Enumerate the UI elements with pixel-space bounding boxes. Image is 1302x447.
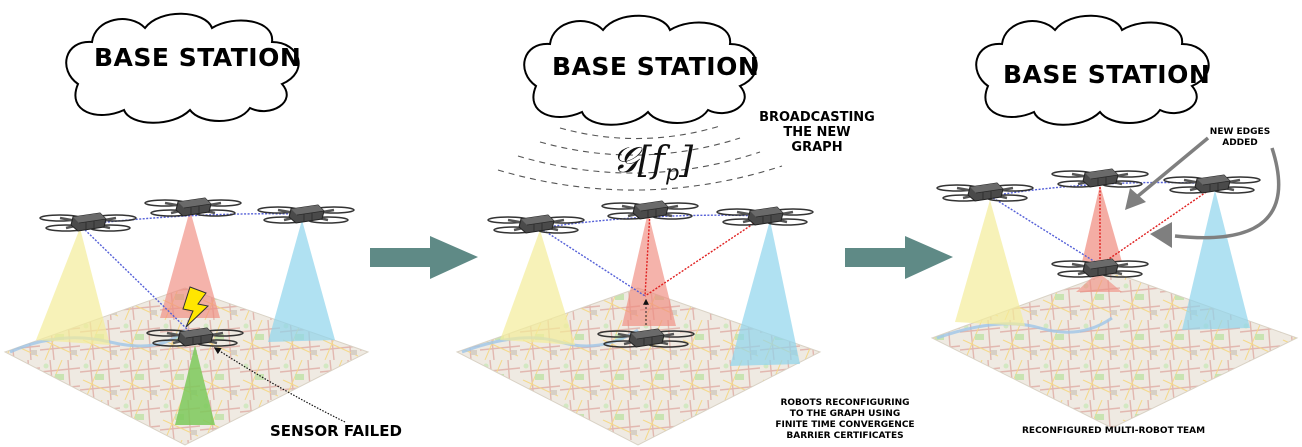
base-station-label-2: BASE STATION — [552, 52, 760, 81]
sensor-cone-green — [175, 345, 215, 425]
edge-blue-1 — [989, 181, 1216, 197]
drone-icon — [1162, 173, 1262, 195]
panel-1 — [3, 12, 370, 446]
transition-arrow-2 — [845, 236, 953, 279]
sensor-cone-blue — [1182, 190, 1250, 330]
edge-red-1 — [644, 211, 651, 297]
cloud-shape-2 — [523, 14, 758, 126]
drone-icon — [1050, 167, 1150, 189]
edge-blue-2 — [989, 195, 1101, 266]
edge-blue-1 — [79, 213, 301, 226]
base-station-label-1: BASE STATION — [94, 43, 302, 72]
sensor-cone-yellow — [500, 230, 575, 345]
new-edge-pointer-2 — [1174, 147, 1281, 240]
formula-subscript: p — [665, 161, 680, 187]
lightning-icon — [182, 286, 210, 328]
new-edge-arrowhead-2 — [1150, 222, 1172, 248]
panel-2 — [455, 14, 822, 446]
drone-icon — [143, 196, 243, 218]
drone-icon — [1050, 257, 1150, 279]
formula-main: 𝒢[f — [612, 140, 666, 181]
sensor-cone-yellow — [955, 200, 1025, 326]
broadcast-waves — [497, 125, 783, 191]
new-edge-pointer-1 — [1136, 136, 1210, 198]
drone-icon — [38, 211, 138, 233]
drone-icon — [715, 205, 815, 227]
sensor-cone-blue — [730, 220, 800, 366]
sensor-cone-blue — [268, 220, 335, 342]
panel-3 — [930, 14, 1299, 429]
sensor-cone-red — [1076, 272, 1122, 292]
formula-close: ] — [679, 140, 694, 181]
reconfiguring-caption: ROBOTS RECONFIGURING TO THE GRAPH USING … — [775, 398, 915, 441]
sensor-failed-caption: SENSOR FAILED — [270, 422, 402, 440]
sensor-cone-red — [160, 210, 220, 318]
base-station-label-3: BASE STATION — [1003, 60, 1211, 89]
edge-blue-2 — [79, 224, 191, 333]
broadcast-label: BROADCASTING THE NEW GRAPH — [759, 110, 875, 155]
edge-red-2 — [644, 217, 763, 297]
sensor-cone-yellow — [36, 228, 110, 345]
sensor-cone-red — [622, 212, 676, 326]
new-edge-arrowhead-1 — [1125, 188, 1146, 210]
edge-red-2 — [1099, 185, 1216, 266]
sensor-cone-red — [1082, 185, 1122, 262]
new-edges-caption: NEW EDGES ADDED — [1209, 127, 1271, 148]
graph-formula: 𝒢[fp] — [612, 140, 693, 186]
reconfigured-team-caption: RECONFIGURED MULTI-ROBOT TEAM — [1022, 426, 1206, 436]
cloud-shape-3 — [975, 14, 1210, 126]
transition-arrow-1 — [370, 236, 478, 279]
cloud-shape-1 — [65, 12, 300, 124]
